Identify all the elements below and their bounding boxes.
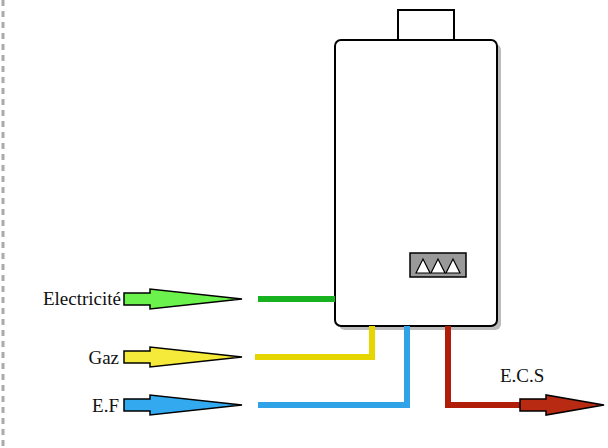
boiler-body: [335, 40, 497, 326]
electric-cable: [258, 296, 335, 302]
input-arrow: [124, 347, 242, 367]
gas-pipe: [255, 326, 372, 357]
burner-symbol: [410, 253, 466, 277]
flame-symbol: [416, 259, 430, 273]
output-arrow: [520, 395, 604, 415]
flue-outlet: [398, 10, 454, 42]
flow-label: E.F: [92, 396, 119, 415]
dashed-border: [2, 0, 5, 448]
flow-label: Gaz: [88, 348, 119, 367]
flow-label: E.C.S: [500, 366, 544, 385]
cold-water-pipe: [258, 326, 407, 405]
flow-label: Electricité: [43, 289, 121, 308]
input-arrow: [124, 395, 242, 415]
flame-symbol: [431, 259, 445, 273]
flame-symbol: [446, 259, 460, 273]
input-arrow: [124, 289, 242, 309]
